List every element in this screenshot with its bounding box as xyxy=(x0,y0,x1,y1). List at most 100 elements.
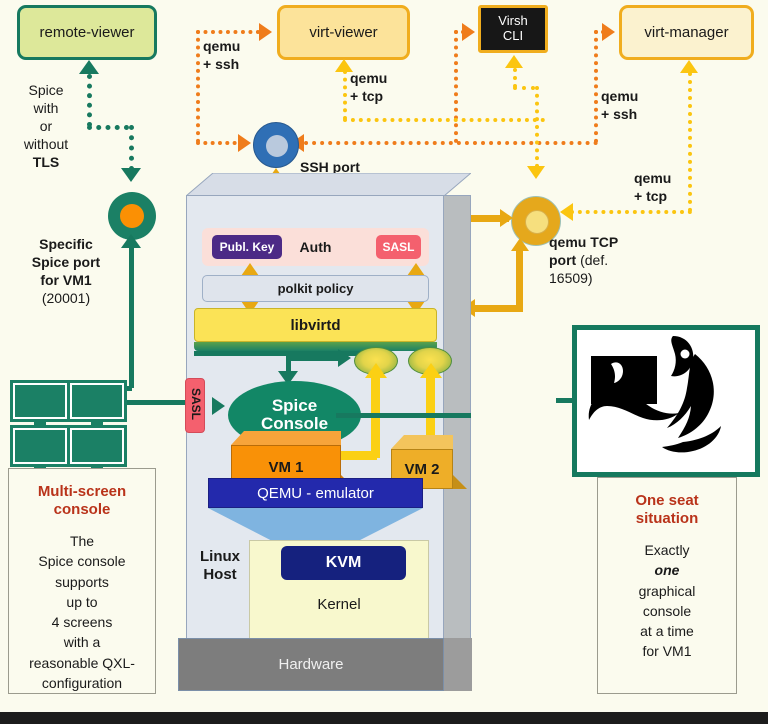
bottom-bar xyxy=(0,712,768,724)
label-spice-tls-2: with xyxy=(33,99,59,116)
edge-ssh-viewer-vert xyxy=(196,30,200,143)
arrowhead-publkey-up xyxy=(241,263,259,276)
hardware-bar: Hardware xyxy=(178,638,444,691)
label-qemu-ssh-viewer: qemu + ssh xyxy=(203,38,240,74)
edge-tcp-viewer-vert xyxy=(343,70,347,120)
port-spice-vm1[interactable] xyxy=(108,192,156,240)
label-spice-tls-5: TLS xyxy=(32,153,60,170)
arrowhead-ssh-to-virtmanager xyxy=(602,23,615,41)
tower-top-face xyxy=(186,173,471,196)
caption-multiscreen-title-2: console xyxy=(53,501,111,518)
monitor-4 xyxy=(67,425,127,474)
hardware-label: Hardware xyxy=(278,656,344,673)
linux-host-tower: Auth Publ. Key SASL polkit policy libvir… xyxy=(178,173,472,691)
node-virt-manager[interactable]: virt-manager xyxy=(619,5,754,60)
node-virt-viewer[interactable]: virt-viewer xyxy=(277,5,410,60)
caption-multiscreen-body: The Spice console supports up to 4 scree… xyxy=(29,533,135,692)
arrowhead-ssh-port-left xyxy=(238,134,251,152)
port-spice-vm1-hole xyxy=(120,204,144,228)
label-qemu-tcp-manager: qemu + tcp xyxy=(634,170,671,206)
label-spice-port-2: Spice port xyxy=(31,253,101,270)
arrowhead-tcp-port-right xyxy=(560,203,573,221)
node-virsh-cli-label-2: CLI xyxy=(502,28,524,43)
libvirtd-green-edge xyxy=(194,342,437,351)
monitor-1 xyxy=(10,380,70,429)
edge-libvirtd-right-vert xyxy=(516,248,523,308)
label-qemu-ssh-viewer-2: + ssh xyxy=(203,55,240,72)
polkit-policy-label: polkit policy xyxy=(277,281,354,296)
chip-sasl[interactable]: SASL xyxy=(376,235,421,259)
label-spice-port-number: (20001) xyxy=(41,289,91,306)
chip-publ-key-label: Publ. Key xyxy=(219,240,275,254)
edge-tcp-manager-horiz xyxy=(570,210,692,214)
caption-oneseat-title: One seat situation xyxy=(604,492,730,528)
edge-ssh-viewer-top-horiz xyxy=(196,30,260,34)
arrowhead-tcpport-left xyxy=(500,209,513,227)
node-remote-viewer[interactable]: remote-viewer xyxy=(17,5,157,60)
qemu-emulator-bar[interactable]: QEMU - emulator xyxy=(208,478,423,508)
edge-ssh-manager-vert xyxy=(594,30,598,143)
arrowhead-sasl-up xyxy=(407,263,425,276)
libvirtd-bar[interactable]: libvirtd xyxy=(194,308,437,342)
edge-monitors-to-spiceport xyxy=(129,240,134,388)
monitor-2 xyxy=(67,380,127,429)
chip-sasl-side[interactable]: SASL xyxy=(185,378,205,433)
libvirtd-green-line xyxy=(194,351,372,356)
spice-console-label-2: Console xyxy=(260,414,329,433)
linux-host-label-1: Linux xyxy=(200,548,240,565)
node-virt-viewer-label: virt-viewer xyxy=(309,24,378,41)
caption-oneseat-title-2: situation xyxy=(635,510,699,527)
kvm-box[interactable]: KVM xyxy=(281,546,406,580)
label-qemu-ssh-manager-2: + ssh xyxy=(601,105,638,122)
label-qemu-ssh-viewer-1: qemu xyxy=(203,38,241,54)
caption-multiscreen-title-1: Multi-screen xyxy=(37,483,127,500)
arrowhead-ssh-to-virtviewer xyxy=(259,23,272,41)
arrowhead-tcp-to-virsh xyxy=(505,55,523,68)
label-spice-port-1: Specific xyxy=(39,236,93,252)
label-spice-tls-4: without xyxy=(23,135,69,152)
chip-publ-key[interactable]: Publ. Key xyxy=(212,235,282,259)
label-spice-tls: Spice with or without TLS xyxy=(8,82,84,172)
label-qemu-tcp-manager-2: + tcp xyxy=(634,187,668,204)
label-qemu-tcp-port-3: (def. xyxy=(580,251,609,268)
edge-tcp-manager-vert xyxy=(688,72,692,212)
edge-ssh-virsh-horiz xyxy=(454,30,465,34)
arrowhead-tcpport-bottom xyxy=(511,238,529,251)
hardware-side-face xyxy=(444,638,472,691)
port-ssh[interactable] xyxy=(253,122,299,168)
arrowhead-spiceport-up xyxy=(121,234,141,248)
edge-tcp-virsh-vert-down xyxy=(535,86,539,168)
caption-oneseat-body-pre: Exactly xyxy=(644,542,690,558)
label-qemu-tcp-port-1: qemu TCP xyxy=(549,234,619,250)
edge-ssh-virsh-vert xyxy=(454,30,458,143)
vm-1-top-face xyxy=(231,431,341,445)
edge-ssh-main-horiz xyxy=(296,141,598,145)
edge-ssh-manager-horiz xyxy=(594,30,605,34)
caption-oneseat-title-1: One seat xyxy=(635,492,699,509)
monitor-4-screen xyxy=(67,425,127,467)
arrowhead-tcp-to-virtviewer xyxy=(335,59,353,72)
port-qemu-tcp[interactable] xyxy=(511,196,561,246)
auth-label: Auth xyxy=(299,239,332,255)
label-spice-tls-1: Spice xyxy=(28,82,64,98)
node-virsh-cli[interactable]: Virsh CLI xyxy=(478,5,548,53)
label-spice-tls-3: or xyxy=(39,117,53,134)
edge-libvirtd-to-tcpport-horiz xyxy=(471,215,509,222)
edge-tcp-virsh-horiz xyxy=(513,86,535,90)
arrowhead-tcp-to-virtmanager xyxy=(680,60,698,73)
edge-libvirtd-to-spice-vert xyxy=(286,356,291,376)
monitor-2-neck xyxy=(91,421,103,426)
label-qemu-tcp-port-4: 16509) xyxy=(549,269,593,286)
monitor-3-screen xyxy=(10,425,70,467)
label-qemu-ssh-manager-1: qemu xyxy=(601,88,639,104)
monitor-1-screen xyxy=(10,380,70,422)
vm-2-side-face xyxy=(453,475,467,489)
port-qemu-tcp-hole xyxy=(525,210,549,234)
one-seat-image-frame xyxy=(572,325,760,477)
label-ssh-port: SSH port xyxy=(300,159,360,175)
polkit-policy-bar: polkit policy xyxy=(202,275,429,302)
node-virsh-cli-label-1: Virsh xyxy=(498,13,528,29)
edge-tcp-viewer-horiz xyxy=(343,118,545,122)
chip-sasl-label: SASL xyxy=(382,240,415,254)
